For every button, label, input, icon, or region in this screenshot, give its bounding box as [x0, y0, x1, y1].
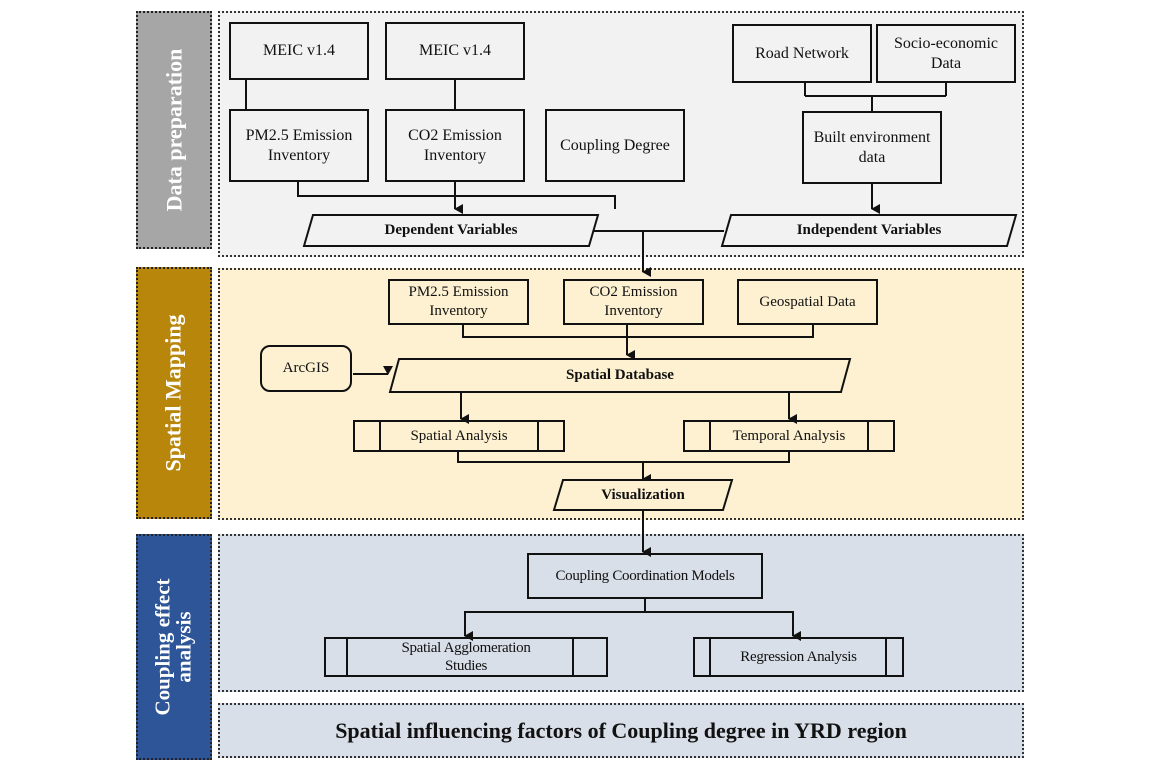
sm-geospatial-data: Geospatial Data — [737, 279, 878, 325]
source-meic-pm25-text: MEIC v1.4 — [263, 42, 335, 59]
process-bar-left — [709, 422, 711, 450]
section-label-coupling-effect: Coupling effect analysis — [136, 534, 212, 760]
process-bar-right — [867, 422, 869, 450]
regression-analysis-text: Regression Analysis — [740, 649, 857, 665]
dependent-variables-text: Dependent Variables — [384, 222, 518, 238]
spatial-mapping-label: Spatial Mapping — [161, 314, 187, 472]
source-road-network: Road Network — [732, 24, 872, 83]
source-meic-co2: MEIC v1.4 — [385, 22, 525, 80]
coupling-coordination-models: Coupling Coordination Models — [527, 553, 763, 599]
coupling-coordination-models-text: Coupling Coordination Models — [555, 567, 735, 584]
arcgis-tool: ArcGIS — [260, 345, 352, 392]
sm-pm25-emission-inventory-text: PM2.5 Emission Inventory — [408, 284, 509, 319]
sm-pm25-emission-inventory: PM2.5 Emission Inventory — [388, 279, 529, 325]
sm-geospatial-data-text: Geospatial Data — [759, 293, 856, 310]
conclusion-panel: Spatial influencing factors of Coupling … — [218, 703, 1024, 758]
process-bar-left — [346, 639, 348, 675]
spatial-database: Spatial Database — [388, 358, 852, 393]
pm25-emission-inventory-text: PM2.5 Emission Inventory — [245, 126, 353, 164]
source-road-network-text: Road Network — [755, 44, 849, 62]
temporal-analysis-text: Temporal Analysis — [732, 428, 846, 444]
built-environment-data: Built environment data — [802, 111, 942, 184]
sm-co2-emission-inventory: CO2 Emission Inventory — [563, 279, 704, 325]
process-bar-left — [379, 422, 381, 450]
source-socio-economic-text: Socio-economic Data — [894, 34, 998, 72]
spatial-analysis: Spatial Analysis — [353, 420, 565, 452]
built-environment-data-text: Built environment data — [813, 128, 931, 166]
independent-variables: Independent Variables — [720, 214, 1018, 247]
dependent-variables: Dependent Variables — [302, 214, 600, 247]
pm25-emission-inventory: PM2.5 Emission Inventory — [229, 109, 369, 182]
process-bar-right — [537, 422, 539, 450]
coupling-effect-label-line2: analysis — [172, 611, 197, 683]
process-bar-left — [709, 639, 711, 675]
section-label-spatial-mapping: Spatial Mapping — [136, 267, 212, 519]
coupling-effect-label: Coupling effect analysis — [151, 578, 197, 715]
arcgis-tool-text: ArcGIS — [282, 360, 330, 377]
spatial-agglomeration-studies-text: Spatial Agglomeration Studies — [401, 640, 531, 674]
regression-analysis: Regression Analysis — [693, 637, 904, 677]
co2-emission-inventory-text: CO2 Emission Inventory — [408, 126, 502, 164]
process-bar-right — [572, 639, 574, 675]
coupling-degree: Coupling Degree — [545, 109, 685, 182]
source-meic-co2-text: MEIC v1.4 — [419, 42, 491, 59]
visualization: Visualization — [552, 479, 734, 511]
spatial-analysis-text: Spatial Analysis — [410, 428, 508, 444]
sm-co2-emission-inventory-text: CO2 Emission Inventory — [589, 284, 678, 319]
coupling-degree-text: Coupling Degree — [560, 136, 670, 154]
source-socio-economic: Socio-economic Data — [876, 24, 1016, 83]
conclusion-text: Spatial influencing factors of Coupling … — [335, 717, 907, 743]
data-preparation-label: Data preparation — [161, 48, 187, 212]
spatial-mapping-panel — [218, 268, 1024, 520]
section-label-data-preparation: Data preparation — [136, 11, 212, 249]
process-bar-right — [885, 639, 887, 675]
co2-emission-inventory: CO2 Emission Inventory — [385, 109, 525, 182]
spatial-agglomeration-studies: Spatial Agglomeration Studies — [324, 637, 608, 677]
temporal-analysis: Temporal Analysis — [683, 420, 895, 452]
source-meic-pm25: MEIC v1.4 — [229, 22, 369, 80]
independent-variables-text: Independent Variables — [796, 222, 942, 238]
visualization-text: Visualization — [601, 486, 685, 503]
spatial-database-text: Spatial Database — [566, 367, 674, 383]
